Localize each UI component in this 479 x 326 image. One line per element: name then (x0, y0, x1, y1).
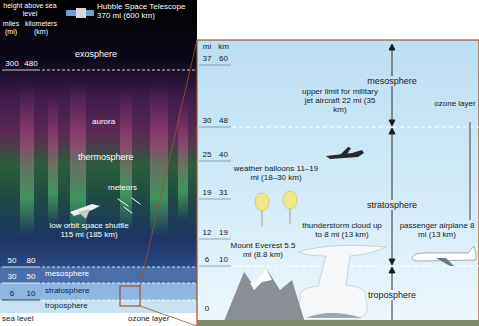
callout-text: upper limit for military jet aircraft 22… (298, 88, 382, 115)
phenomenon-label: meteors (108, 184, 158, 193)
zoom-box (120, 286, 140, 306)
axis-number: 48 (215, 117, 232, 126)
callout-text: thunderstorm cloud up to 8 mi (13 km) (298, 222, 386, 240)
layer-name: ozone layer (128, 315, 194, 324)
axis-number: 50 (2, 257, 22, 266)
jet-icon (326, 147, 364, 159)
ozone-leader (470, 122, 471, 220)
axis-number: 12 (199, 229, 215, 238)
mountain-range (222, 268, 306, 326)
layer-name: exosphere (75, 49, 155, 59)
axis-number: 25 (199, 151, 215, 160)
layer-name: stratosphere (357, 200, 427, 210)
layer-name: troposphere (366, 290, 418, 300)
hubble-icon (66, 8, 94, 18)
axis-heading: km (215, 43, 232, 52)
callout-text: passenger airplane 8 mi (13 km) (396, 222, 478, 240)
layer-name: stratosphere (45, 287, 117, 296)
airplane-icon (412, 246, 476, 266)
axis-heading: mi (199, 43, 215, 52)
axis-number: 19 (215, 229, 232, 238)
thunderstorm-cloud (297, 245, 386, 320)
scale-ticks (2, 70, 40, 300)
mesosphere-band (0, 267, 197, 283)
layer-name: troposphere (45, 302, 117, 311)
baseline-label: sea level (2, 315, 62, 324)
axis-number: 300 (2, 60, 22, 69)
axis-heading: kilometers (km) (20, 20, 62, 36)
layer-name: mesosphere (45, 270, 125, 279)
ground-strip (197, 320, 479, 326)
axis-number: 37 (199, 55, 215, 64)
axis-number: 30 (2, 273, 22, 282)
axis-number: 60 (215, 55, 232, 64)
axis-number: 6 (2, 290, 22, 299)
axis-number: 6 (199, 256, 215, 265)
zoom-lines (140, 40, 197, 326)
callout-text: Mount Everest 5.5 mi (8.8 km) (229, 242, 297, 260)
axis-number: 10 (21, 290, 41, 299)
layer-name: ozone layer (432, 100, 478, 109)
axis-number: 0 (199, 305, 215, 314)
layer-name: thermosphere (78, 152, 158, 162)
inset-sky (197, 40, 479, 326)
vehicle-label: low orbit space shuttle 115 mi (185 km) (48, 222, 130, 240)
axis-number: 19 (199, 189, 215, 198)
shuttle-icon (70, 204, 100, 219)
axis-number: 40 (215, 151, 232, 160)
boundary-lines (42, 70, 197, 300)
phenomenon-label: aurora (92, 118, 142, 127)
troposphere-band (0, 300, 197, 313)
axis-number: 80 (21, 257, 41, 266)
aurora-glow (20, 80, 188, 240)
balloon-icons (255, 191, 297, 226)
axis-number: 10 (215, 256, 232, 265)
axis-heading: height above sea level (2, 2, 58, 18)
axis-number: 480 (21, 60, 41, 69)
axis-number: 50 (21, 273, 41, 282)
satellite-label: Hubble Space Telescope 370 mi (600 km) (97, 3, 195, 21)
axis-number: 31 (215, 189, 232, 198)
meteor-streaks (118, 198, 140, 213)
space-band (0, 0, 197, 267)
inset-ticks (199, 65, 231, 266)
layer-name: mesosphere (357, 76, 427, 86)
axis-heading: miles (mi) (0, 20, 22, 36)
callout-text: weather balloons 11–19 mi (18–30 km) (230, 165, 322, 183)
axis-number: 30 (199, 117, 215, 126)
stratosphere-band (0, 283, 197, 300)
